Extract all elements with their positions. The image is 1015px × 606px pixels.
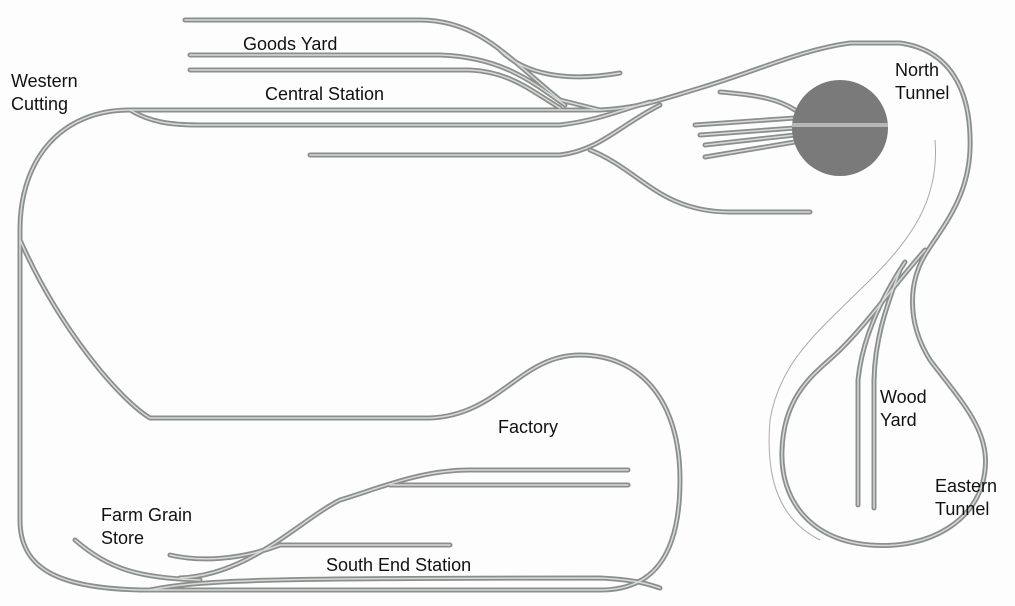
- rail-highlight: [184, 19, 601, 111]
- label-line: Yard: [880, 410, 917, 430]
- rail-highlight: [704, 134, 796, 146]
- rail-highlight: [694, 117, 796, 126]
- rail-highlight: [129, 101, 651, 126]
- wood-yard-track-1: [855, 259, 908, 508]
- label-line: Farm Grain: [101, 505, 193, 525]
- rail-highlight: [169, 544, 451, 560]
- factory-label: Factory: [498, 417, 559, 437]
- label-line: Tunnel: [935, 499, 990, 519]
- rail-highlight: [599, 42, 987, 547]
- label-line: Eastern: [935, 476, 998, 496]
- turntable: [792, 80, 888, 176]
- south-end-station-label: South End Station: [326, 555, 472, 575]
- label-line: Western: [11, 71, 78, 91]
- label-line: Cutting: [11, 94, 69, 114]
- central-station-label: Central Station: [265, 84, 385, 104]
- rail-highlight: [149, 577, 661, 591]
- rail-highlight: [719, 91, 796, 111]
- rail-highlight: [873, 269, 901, 509]
- rail-highlight: [309, 104, 661, 156]
- rail-highlight: [589, 149, 811, 213]
- branch-track: [587, 147, 813, 215]
- north-tunnel-boundary: [768, 139, 937, 541]
- rail-highlight: [74, 539, 201, 581]
- rail-highlight: [19, 109, 681, 591]
- rail-highlight: [704, 141, 796, 158]
- label-line: Wood: [880, 387, 927, 407]
- rail-highlight: [189, 54, 566, 106]
- turntable-approach: [717, 89, 798, 113]
- rail-highlight: [499, 49, 621, 78]
- label-line: North: [895, 60, 940, 80]
- rail-highlight: [699, 127, 796, 136]
- label-line: Tunnel: [895, 83, 950, 103]
- goods-yard-label: Goods Yard: [243, 34, 338, 54]
- rail-highlight: [189, 69, 561, 109]
- rail-highlight: [857, 261, 906, 506]
- label-line: Store: [101, 528, 145, 548]
- rail-highlight: [179, 469, 629, 579]
